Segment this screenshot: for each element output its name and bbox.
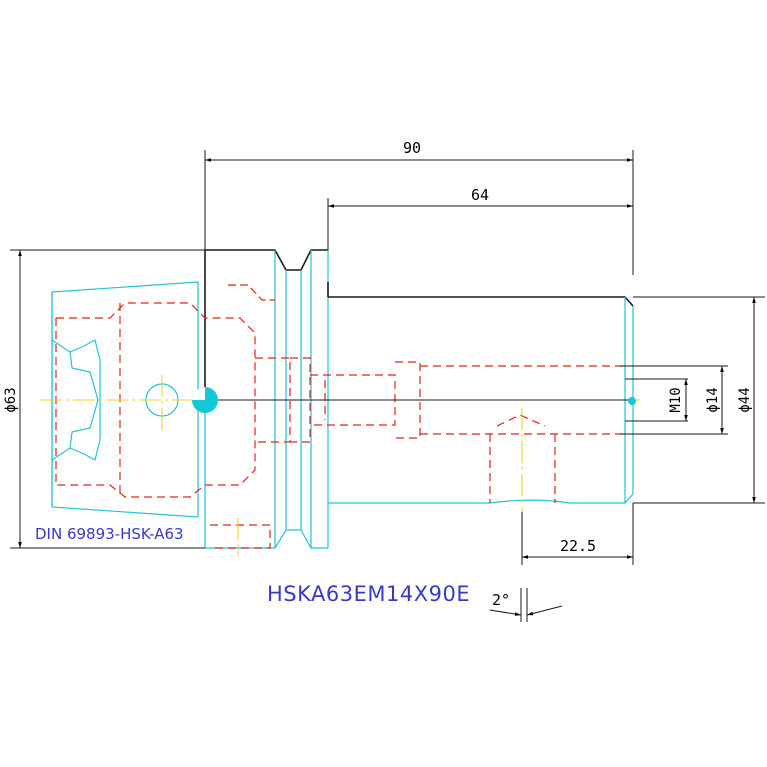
part-number: HSKA63EM14X90E bbox=[267, 582, 470, 606]
dim-shank-length-label: 64 bbox=[471, 186, 489, 204]
dim-overall-length-label: 90 bbox=[403, 139, 421, 157]
dim-overall-length bbox=[204, 150, 634, 275]
dim-flange-diameter bbox=[10, 249, 205, 549]
dim-screw-offset bbox=[521, 503, 634, 565]
dim-shank-length bbox=[327, 198, 633, 250]
dim-bore-diameter bbox=[700, 365, 728, 435]
taper-angle-label: 2° bbox=[492, 591, 510, 609]
shank-outline bbox=[327, 282, 634, 504]
taper-angle-indicator bbox=[489, 588, 563, 622]
dim-shank-diameter-label: ϕ44 bbox=[737, 387, 753, 412]
flange-outline bbox=[204, 249, 329, 549]
end-marker bbox=[628, 397, 636, 405]
axis-lines bbox=[205, 365, 700, 435]
dim-flange-diameter-label: ϕ63 bbox=[3, 387, 19, 412]
origin-marker-quadrant bbox=[192, 387, 205, 400]
dim-screw-offset-label: 22.5 bbox=[560, 537, 596, 555]
standard-label: DIN 69893-HSK-A63 bbox=[35, 525, 184, 543]
dim-thread-label: M10 bbox=[668, 387, 684, 412]
hidden-features bbox=[55, 302, 625, 549]
dim-bore-diameter-label: ϕ14 bbox=[705, 387, 721, 412]
dim-shank-diameter bbox=[633, 296, 765, 504]
